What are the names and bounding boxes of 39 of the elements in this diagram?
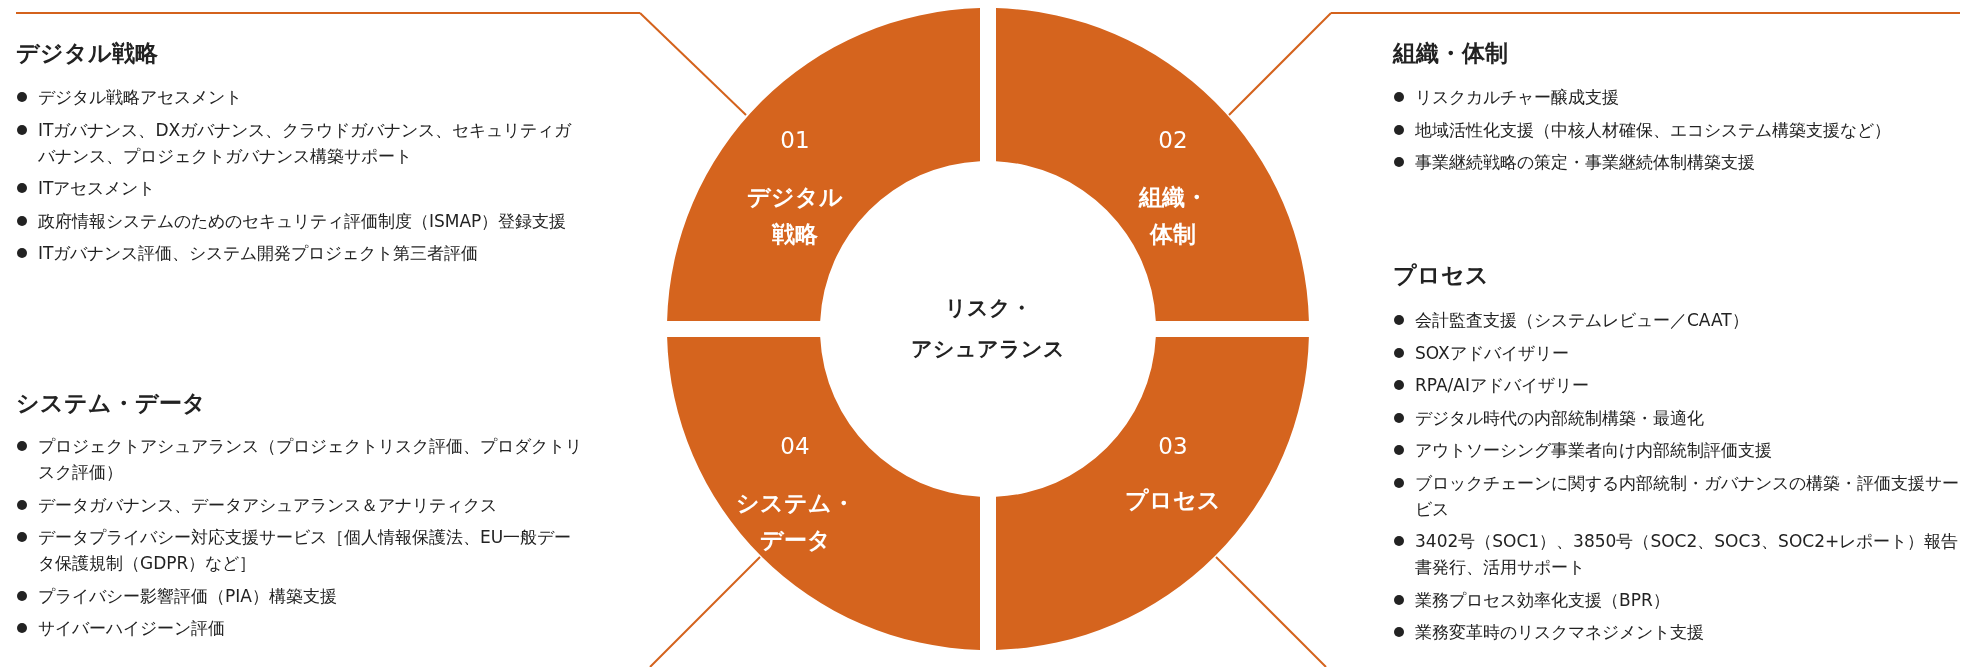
segment-label: プロセス <box>1124 486 1222 515</box>
segment-number: 02 <box>1157 126 1189 155</box>
list-item-text: 3402号（SOC1）、3850号（SOC2、SOC3、SOC2+レポート）報告書発行、活用サポート <box>1415 531 1959 577</box>
segment-number: 04 <box>779 432 811 461</box>
segment-label: デジタル戦略 <box>746 183 844 249</box>
list-item-text: ブロックチェーンに関する内部統制・ガバナンスの構築・評価支援サービス <box>1415 472 1959 519</box>
list-item-text: プライバシー影響評価（PIA）構築支援 <box>38 585 337 606</box>
list-item-text: 業務変革時のリスクマネジメント支援 <box>1415 622 1704 642</box>
segment-label: 組織・体制 <box>1137 183 1209 249</box>
list-item-text: ITガバナンス評価、システム開発プロジェクト第三者評価 <box>38 243 479 263</box>
leader-line <box>639 12 747 116</box>
list-item-text: RPA/AIアドバイザリー <box>1415 375 1589 395</box>
list-item-text: アウトソーシング事業者向け内部統制評価支援 <box>1415 440 1772 460</box>
leader-line <box>1228 12 1332 116</box>
list-item-text: データガバナンス、データアシュアランス＆アナリティクス <box>38 494 497 515</box>
section-heading: デジタル戦略 <box>16 39 158 68</box>
list-item-text: 政府情報システムのためのセキュリティ評価制度（ISMAP）登録支援 <box>38 210 567 231</box>
list-item-text: 地域活性化支援（中核人材確保、エコシステム構築支援など） <box>1415 119 1891 140</box>
list-item-text: 事業継続戦略の策定・事業継続体制構築支援 <box>1415 152 1755 172</box>
list-item-text: デジタル時代の内部統制構築・最適化 <box>1415 407 1704 428</box>
list-item-text: プロジェクトアシュアランス（プロジェクトリスク評価、プロダクトリスク評価） <box>38 436 582 482</box>
leader-line <box>1215 556 1327 667</box>
segment-label: システム・データ <box>734 489 856 555</box>
section-heading: プロセス <box>1393 261 1489 290</box>
list-item-text: ITアセスメント <box>38 178 156 198</box>
segment-number: 03 <box>1157 432 1189 461</box>
list-item-text: リスクカルチャー醸成支援 <box>1415 87 1619 107</box>
list-item-text: サイバーハイジーン評価 <box>38 618 225 638</box>
list-item-text: 業務プロセス効率化支援（BPR） <box>1415 589 1670 610</box>
center-label: リスク・アシュアランス <box>910 295 1066 363</box>
segment-number: 01 <box>779 126 811 155</box>
list-item-text: デジタル戦略アセスメント <box>38 87 242 107</box>
list-item-text: ITガバナンス、DXガバナンス、クラウドガバナンス、セキュリティガバナンス、プロジェクトガバナンス構築サポート <box>38 119 572 166</box>
list-item-text: 会計監査支援（システムレビュー／CAAT） <box>1415 310 1749 330</box>
list-item-text: SOXアドバイザリー <box>1415 342 1569 363</box>
leader-line <box>649 556 761 667</box>
section-heading: 組織・体制 <box>1393 39 1508 68</box>
section-heading: システム・データ <box>16 389 206 418</box>
list-item-text: データプライバシー対応支援サービス［個人情報保護法、EU一般データ保護規制（GDPR）など］ <box>38 527 572 573</box>
